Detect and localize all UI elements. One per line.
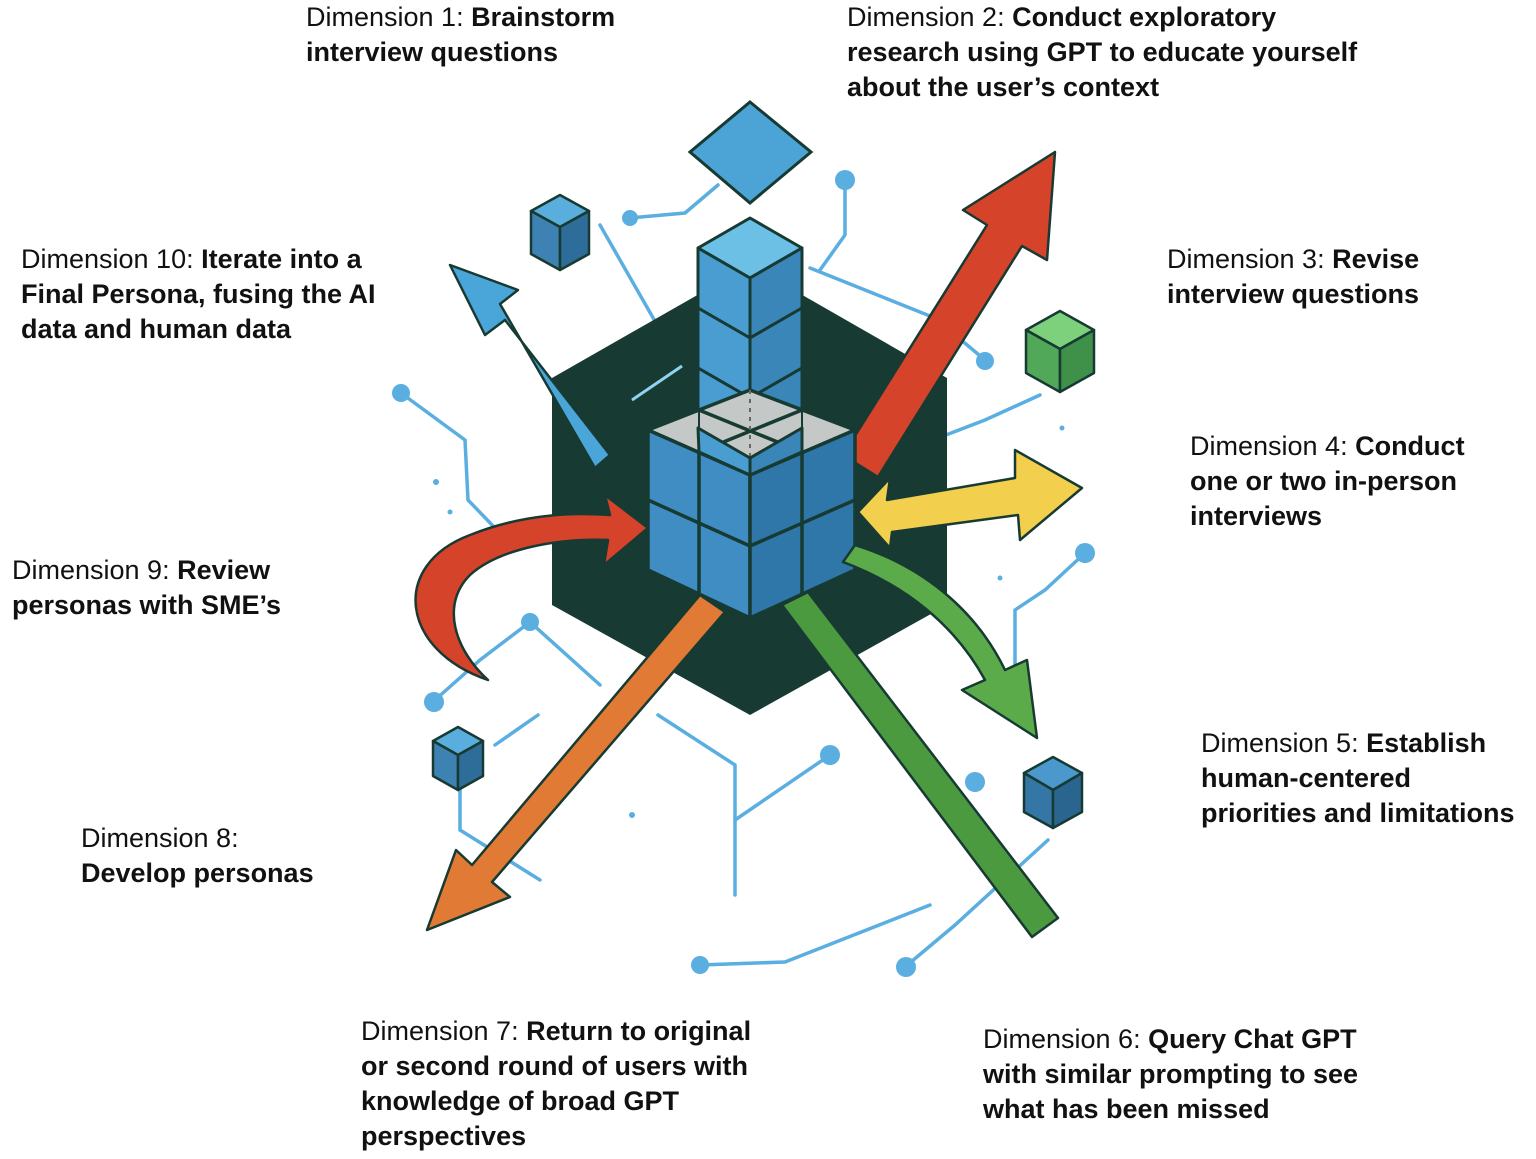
- dimension-6-line-1: Query Chat GPT: [1148, 1024, 1357, 1054]
- circuit-dot: [447, 509, 453, 515]
- dimension-1-label: Dimension 1: Brainstorm interview questi…: [306, 0, 615, 70]
- dimension-7-line-3: knowledge of broad GPT: [361, 1086, 680, 1116]
- dimension-4-line-3: interviews: [1190, 501, 1323, 531]
- small-cube-top-left: [529, 193, 591, 272]
- dimension-1-prefix: Dimension 1:: [306, 2, 472, 32]
- circuit-node: [392, 384, 410, 402]
- dimension-3-line-1: Revise: [1332, 244, 1420, 274]
- circuit-node: [521, 613, 539, 631]
- dimension-3-label: Dimension 3: Revise interview questions: [1167, 242, 1419, 312]
- circuit-node: [622, 210, 638, 226]
- tower-base-cube: [696, 426, 804, 477]
- dimension-8-prefix: Dimension 8:: [81, 823, 239, 853]
- small-cube-bottom-left: [431, 725, 485, 792]
- dimension-1-line-1: Brainstorm: [471, 2, 616, 32]
- main-cube: [646, 388, 857, 620]
- dimension-4-line-1: Conduct: [1355, 431, 1465, 461]
- circuit-dot: [997, 575, 1003, 581]
- circuit-line: [656, 713, 737, 897]
- circuit-dot: [1059, 425, 1065, 431]
- dimension-6-line-3: what has been missed: [983, 1094, 1270, 1124]
- dimension-4-label: Dimension 4: Conduct one or two in-perso…: [1190, 429, 1465, 534]
- circuit-line: [818, 178, 847, 272]
- dimension-10-line-2: Final Persona, fusing the AI: [21, 279, 376, 309]
- dimension-7-line-4: perspectives: [361, 1121, 527, 1151]
- circuit-line: [458, 788, 542, 882]
- dimension-6-line-2: with similar prompting to see: [983, 1059, 1359, 1089]
- small-cube-bottom-right: [1022, 755, 1084, 830]
- dimension-9-line-1: Review: [177, 555, 271, 585]
- circuit-line: [733, 753, 832, 822]
- arrow-dimension-10: [448, 263, 612, 470]
- small-cube-green: [1024, 309, 1096, 394]
- circuit-line: [399, 391, 497, 530]
- dimension-2-label: Dimension 2: Conduct exploratory researc…: [847, 0, 1357, 105]
- arrow-dimension-7: [425, 593, 727, 932]
- dimension-10-prefix: Dimension 10:: [21, 244, 202, 274]
- dimension-5-line-1: Establish: [1366, 728, 1487, 758]
- dimension-4-line-2: one or two in-person: [1190, 466, 1457, 496]
- dimension-2-line-2: research using GPT to educate yourself: [847, 37, 1358, 67]
- circuit-line: [628, 183, 720, 220]
- dimension-6-label: Dimension 6: Query Chat GPT with similar…: [983, 1022, 1358, 1127]
- circuit-node: [835, 170, 855, 190]
- dimension-7-line-2: or second round of users with: [361, 1051, 749, 1081]
- dimension-7-label: Dimension 7: Return to original or secon…: [361, 1014, 751, 1154]
- dimension-5-prefix: Dimension 5:: [1201, 728, 1367, 758]
- circuit-dot: [629, 812, 635, 818]
- circuit-line: [598, 223, 662, 332]
- dimension-6-prefix: Dimension 6:: [983, 1024, 1149, 1054]
- dimension-2-line-1: Conduct exploratory: [1012, 2, 1277, 32]
- circuit-node: [976, 352, 994, 370]
- dimension-10-label: Dimension 10: Iterate into a Final Perso…: [21, 242, 376, 347]
- floating-diamond: [687, 100, 814, 205]
- circuit-line: [493, 713, 540, 747]
- dimension-2-line-3: about the user’s context: [847, 72, 1160, 102]
- circuit-node: [896, 957, 916, 977]
- dimension-9-label: Dimension 9: Review personas with SME’s: [12, 553, 281, 623]
- dimension-5-line-3: priorities and limitations: [1201, 798, 1515, 828]
- dimension-9-prefix: Dimension 9:: [12, 555, 178, 585]
- dimension-8-label: Dimension 8: Develop personas: [81, 821, 314, 891]
- dimension-5-line-2: human-centered: [1201, 763, 1412, 793]
- circuit-node: [965, 772, 985, 792]
- dimension-10-line-1: Iterate into a: [201, 244, 362, 274]
- highlight-streak: [631, 364, 683, 402]
- dimension-3-prefix: Dimension 3:: [1167, 244, 1333, 274]
- dimension-2-prefix: Dimension 2:: [847, 2, 1013, 32]
- arrow-dimension-6: [780, 590, 1060, 939]
- arrow-dimension-5: [841, 543, 1039, 740]
- circuit-line: [528, 620, 602, 687]
- arrow-dimension-4: [856, 448, 1084, 550]
- dimension-7-prefix: Dimension 7:: [361, 1016, 527, 1046]
- arrow-dimension-9: [414, 493, 650, 682]
- circuit-node: [820, 745, 840, 765]
- dimension-10-line-3: data and human data: [21, 314, 292, 344]
- dimension-3-line-2: interview questions: [1167, 279, 1420, 309]
- dimension-8-line-1: Develop personas: [81, 858, 314, 888]
- dimension-1-line-2: interview questions: [306, 37, 559, 67]
- dimension-5-label: Dimension 5: Establish human-centered pr…: [1201, 726, 1515, 831]
- circuit-node: [424, 692, 444, 712]
- dimension-7-line-1: Return to original: [526, 1016, 752, 1046]
- arrow-dimension-2: [841, 150, 1057, 479]
- circuit-nodes: [392, 170, 1095, 977]
- circuit-node: [1075, 543, 1095, 563]
- circuit-line: [698, 903, 932, 967]
- circuit-line: [1013, 551, 1087, 667]
- dimension-9-line-2: personas with SME’s: [12, 590, 282, 620]
- dimension-4-prefix: Dimension 4:: [1190, 431, 1356, 461]
- circuit-dot: [433, 479, 439, 485]
- circuit-node: [691, 956, 709, 974]
- circuit-line: [433, 620, 532, 702]
